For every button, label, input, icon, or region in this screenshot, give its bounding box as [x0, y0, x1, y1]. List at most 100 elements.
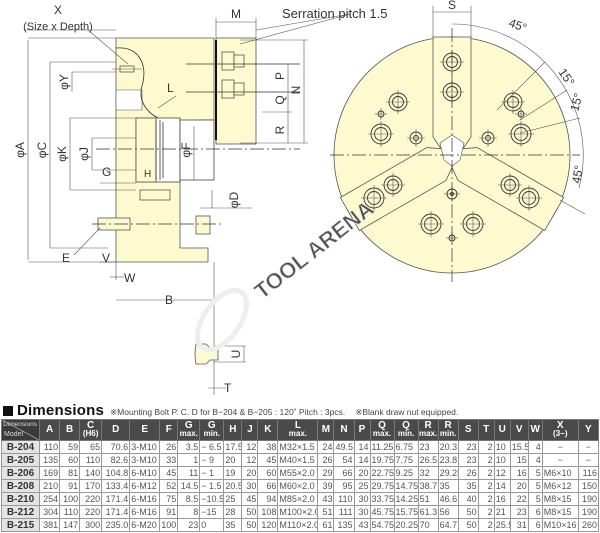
- label-angle-15-b: 15°: [567, 91, 585, 112]
- column-header-j: J: [241, 419, 259, 441]
- value-cell: 3-M10: [129, 453, 161, 467]
- column-header-f: F: [159, 419, 179, 441]
- value-cell: − 1: [199, 466, 225, 480]
- value-cell: 2: [477, 453, 495, 467]
- column-header-sub: max.: [288, 429, 308, 438]
- column-header-u: U: [493, 419, 511, 441]
- value-cell: 14.25: [393, 492, 419, 506]
- dimensions-title: Dimensions: [17, 402, 105, 419]
- value-cell: 5: [527, 466, 543, 480]
- value-cell: 65: [79, 440, 103, 454]
- value-cell: 20: [353, 466, 371, 480]
- value-cell: 150: [577, 479, 600, 493]
- value-cell: 104.8: [101, 466, 131, 480]
- value-cell: 43: [317, 492, 335, 506]
- value-cell: M85×2.0: [277, 492, 319, 506]
- value-cell: −15: [199, 505, 225, 519]
- value-cell: 20: [509, 479, 529, 493]
- value-cell: 26: [457, 466, 479, 480]
- model-cell: B-204: [0, 440, 41, 454]
- dimensions-section: Dimensions ※Mounting Bolt P. C. D for B−…: [0, 402, 600, 532]
- value-cell: 300: [79, 518, 103, 532]
- value-cell: 2: [477, 492, 495, 506]
- value-cell: 5: [527, 492, 543, 506]
- value-cell: 50: [241, 518, 259, 532]
- column-header-main: U: [498, 424, 506, 435]
- value-cell: 210: [39, 479, 61, 493]
- column-header-sub: max.: [372, 429, 392, 438]
- value-cell: 33: [159, 453, 179, 467]
- value-cell: 381: [39, 518, 61, 532]
- column-header-main: Y: [585, 424, 592, 435]
- value-cell: −: [577, 453, 600, 467]
- value-cell: 45: [159, 466, 179, 480]
- value-cell: 30: [353, 492, 371, 506]
- label-q: Q: [273, 95, 287, 104]
- value-cell: −: [541, 453, 579, 467]
- model-cell: B-215: [0, 518, 41, 532]
- column-header-main: R: [444, 420, 452, 431]
- label-p: P: [273, 72, 287, 80]
- value-cell: 19: [223, 466, 243, 480]
- value-cell: 23: [457, 453, 479, 467]
- column-header-t: T: [477, 419, 495, 441]
- value-cell: 6: [527, 518, 543, 532]
- column-header-x-3: X(3−): [541, 419, 579, 441]
- value-cell: 6-M12: [129, 479, 161, 493]
- value-cell: 304: [39, 505, 61, 519]
- value-cell: 28: [223, 505, 243, 519]
- value-cell: 91: [159, 505, 179, 519]
- value-cell: 15.5: [509, 440, 529, 454]
- column-header-main: K: [264, 424, 272, 435]
- value-cell: 0: [199, 518, 225, 532]
- value-cell: 95: [333, 479, 355, 493]
- value-cell: 14: [353, 440, 371, 454]
- draw-nut-note: ※Blank draw nut equipped.: [355, 407, 459, 417]
- value-cell: 59: [59, 440, 81, 454]
- value-cell: 2: [477, 505, 495, 519]
- value-cell: − 1.5: [199, 479, 225, 493]
- value-cell: 1: [177, 453, 201, 467]
- value-cell: 2: [477, 466, 495, 480]
- column-header-c-h6: C(H6): [79, 419, 103, 441]
- column-header-main: S: [464, 424, 472, 435]
- value-cell: 110: [59, 505, 81, 519]
- value-cell: 135: [39, 453, 61, 467]
- value-cell: 171.4: [101, 492, 131, 506]
- value-cell: 94: [257, 492, 279, 506]
- label-d: φD: [227, 191, 241, 208]
- label-v: V: [102, 251, 110, 265]
- value-cell: 24: [317, 440, 335, 454]
- value-cell: 3.5: [177, 440, 201, 454]
- column-header-sub: (H6): [82, 429, 99, 438]
- value-cell: 20: [241, 466, 259, 480]
- label-l: L: [167, 81, 174, 95]
- column-header-main: B: [65, 424, 74, 435]
- value-cell: 40: [457, 492, 479, 506]
- value-cell: −: [577, 440, 600, 454]
- value-cell: 2: [477, 440, 495, 454]
- label-n: N: [289, 86, 303, 95]
- value-cell: 5: [527, 479, 543, 493]
- value-cell: 23: [457, 440, 479, 454]
- value-cell: 26: [159, 440, 179, 454]
- value-cell: 6-M10: [129, 466, 161, 480]
- column-header-main: L: [294, 420, 301, 431]
- value-cell: 75: [159, 492, 179, 506]
- column-header-main: Q: [378, 420, 386, 431]
- value-cell: 22: [509, 492, 529, 506]
- column-header-n: N: [333, 419, 355, 441]
- value-cell: 9.25: [393, 466, 419, 480]
- value-cell: 116: [577, 466, 600, 480]
- value-cell: M40×1.5: [277, 453, 319, 467]
- column-header-main: X: [556, 420, 564, 431]
- value-cell: − 9: [199, 453, 225, 467]
- value-cell: 66: [333, 466, 355, 480]
- value-cell: 20.25: [393, 518, 419, 532]
- label-r: R: [273, 125, 287, 134]
